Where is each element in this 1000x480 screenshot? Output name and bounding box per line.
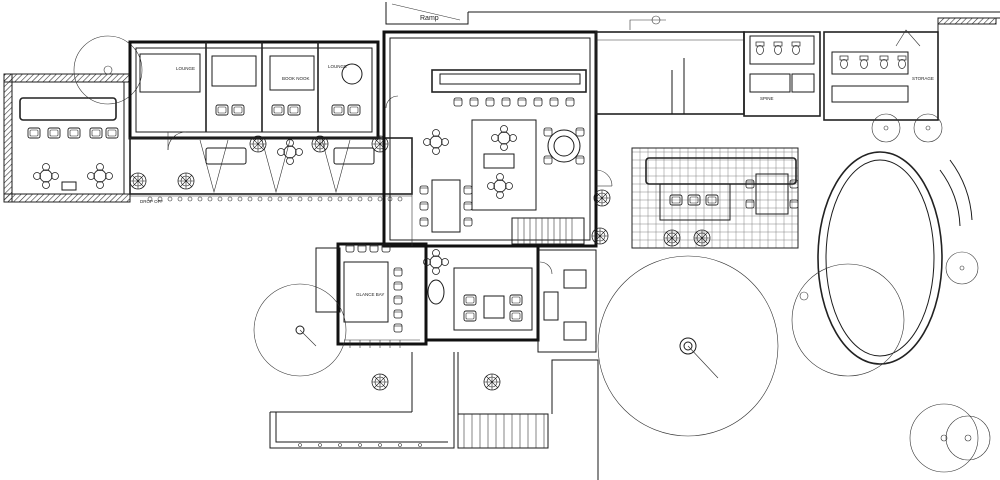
covered-walkway xyxy=(129,135,413,202)
washroom-block: STORAGE xyxy=(743,17,1000,121)
tree-canopy-nw xyxy=(73,35,143,105)
drop-off-label: DROP OFF xyxy=(140,199,163,204)
lounge-left-label: LOUNGE xyxy=(176,66,195,71)
glance-bay-label: GLANCE BAY xyxy=(356,292,384,297)
hall-stairs xyxy=(511,217,585,245)
tree-canopy-sw xyxy=(253,283,347,377)
north-lounge-block: LOUNGE BOOK NOOK LOUNGE xyxy=(128,40,380,151)
tree-canopies-se xyxy=(909,403,991,473)
bar-stools xyxy=(453,97,575,107)
lounge-chairs-row xyxy=(215,104,361,116)
south-terrace xyxy=(269,352,599,480)
tree-canopy-large xyxy=(597,255,779,437)
south-stairs xyxy=(457,413,549,449)
spine-corridor: SPINE xyxy=(595,15,774,115)
lounge-right-label: LOUNGE xyxy=(328,64,347,69)
west-terrace: DROP OFF xyxy=(3,73,163,204)
swimming-pool xyxy=(791,151,979,377)
main-hall xyxy=(382,30,613,248)
glance-bay-wing: GLANCE BAY xyxy=(315,242,428,348)
book-nook-label: BOOK NOOK xyxy=(282,76,310,81)
ramp-label: Ramp xyxy=(420,15,439,22)
tree-canopies-ne xyxy=(871,113,943,143)
bay-chairs xyxy=(393,267,403,333)
east-lounge xyxy=(537,249,597,353)
spine-label: SPINE xyxy=(760,96,774,101)
central-lounge xyxy=(423,244,553,342)
storage-label: STORAGE xyxy=(912,76,934,81)
courtyard-patio xyxy=(631,147,799,249)
entry-ramp: Ramp xyxy=(385,2,1000,25)
